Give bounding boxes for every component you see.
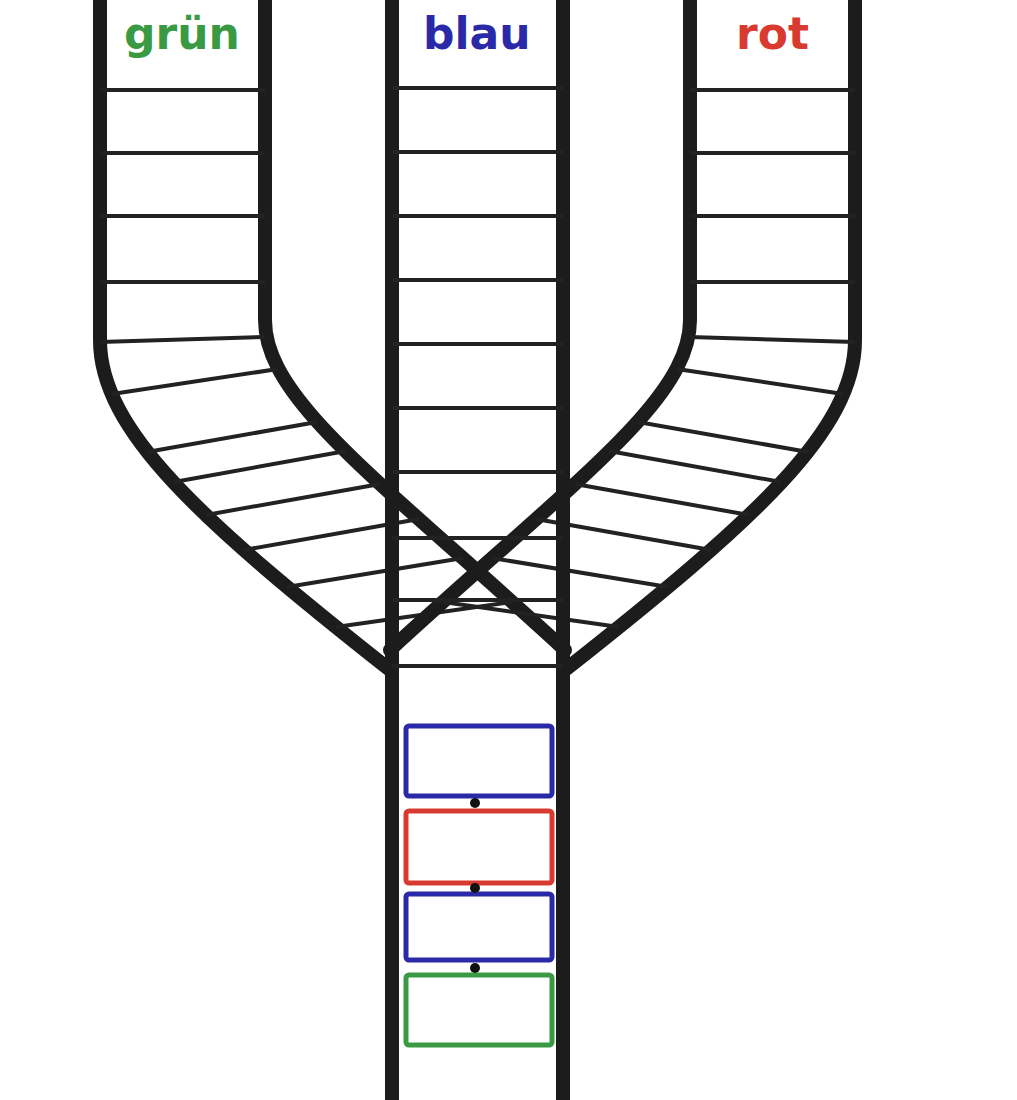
coupling [470,963,480,973]
track-branch [100,0,565,670]
track-label: rot [736,12,809,56]
rail [265,0,565,650]
rail [390,0,690,650]
coupling [470,798,480,808]
track-label: blau [423,12,531,56]
rail [556,0,570,1100]
rail [565,0,855,670]
wagon [406,894,552,960]
track-branch [390,0,855,670]
sleeper [443,90,855,627]
track-main [392,0,563,1100]
rail [385,0,399,1100]
sleeper [100,90,512,627]
wagon [406,726,552,796]
wagon [406,811,552,883]
coupling [470,883,480,893]
rail [100,0,390,670]
track-label: grün [124,12,240,56]
wagon-train [406,726,552,1045]
sleeper [392,88,563,666]
wagon [406,975,552,1045]
